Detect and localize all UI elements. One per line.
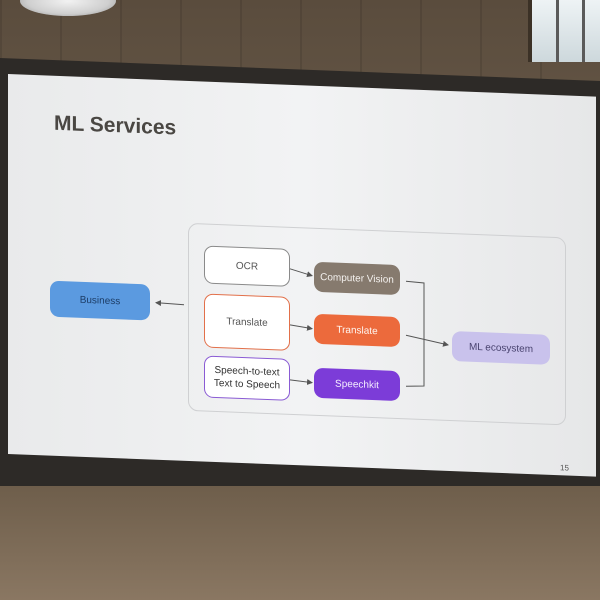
translate-output-node: Translate [314,313,400,348]
translate-output-label: Translate [336,324,378,337]
speechkit-node: Speechkit [314,367,400,402]
computer-vision-node: Computer Vision [314,261,400,296]
window-frame-bar [556,0,559,62]
slide-page-number: 15 [560,463,569,473]
speechkit-label: Speechkit [335,378,379,391]
speech-node: Speech-to-text Text to Speech [204,355,290,401]
arrow-speech-to-speechkit [289,379,313,386]
arrow-translate-to-ml [405,334,449,347]
speech-label-line2: Text to Speech [213,377,281,392]
business-label: Business [79,294,121,307]
ocr-node: OCR [204,245,290,287]
business-node: Business [50,280,150,321]
diagram-connectors [155,268,449,387]
ml-services-diagram: Business OCR Translate Speech-to-text Te… [8,74,596,477]
arrow-translate-to-translate [289,324,313,331]
ml-ecosystem-node: ML ecosystem [452,331,550,365]
ceiling-lamp [20,0,116,16]
bracket-to-ml [405,280,425,387]
arrow-services-to-business [155,300,185,307]
arrow-ocr-to-cv [289,268,313,278]
window [528,0,600,62]
translate-input-label: Translate [226,315,268,329]
lower-wall [0,486,600,600]
translate-input-node: Translate [204,293,290,351]
computer-vision-label: Computer Vision [320,271,394,286]
projection-screen: ML Services Business OCR Translate [8,74,596,477]
ml-ecosystem-label: ML ecosystem [468,341,534,355]
window-frame-bar [582,0,585,62]
ocr-label: OCR [235,260,259,273]
